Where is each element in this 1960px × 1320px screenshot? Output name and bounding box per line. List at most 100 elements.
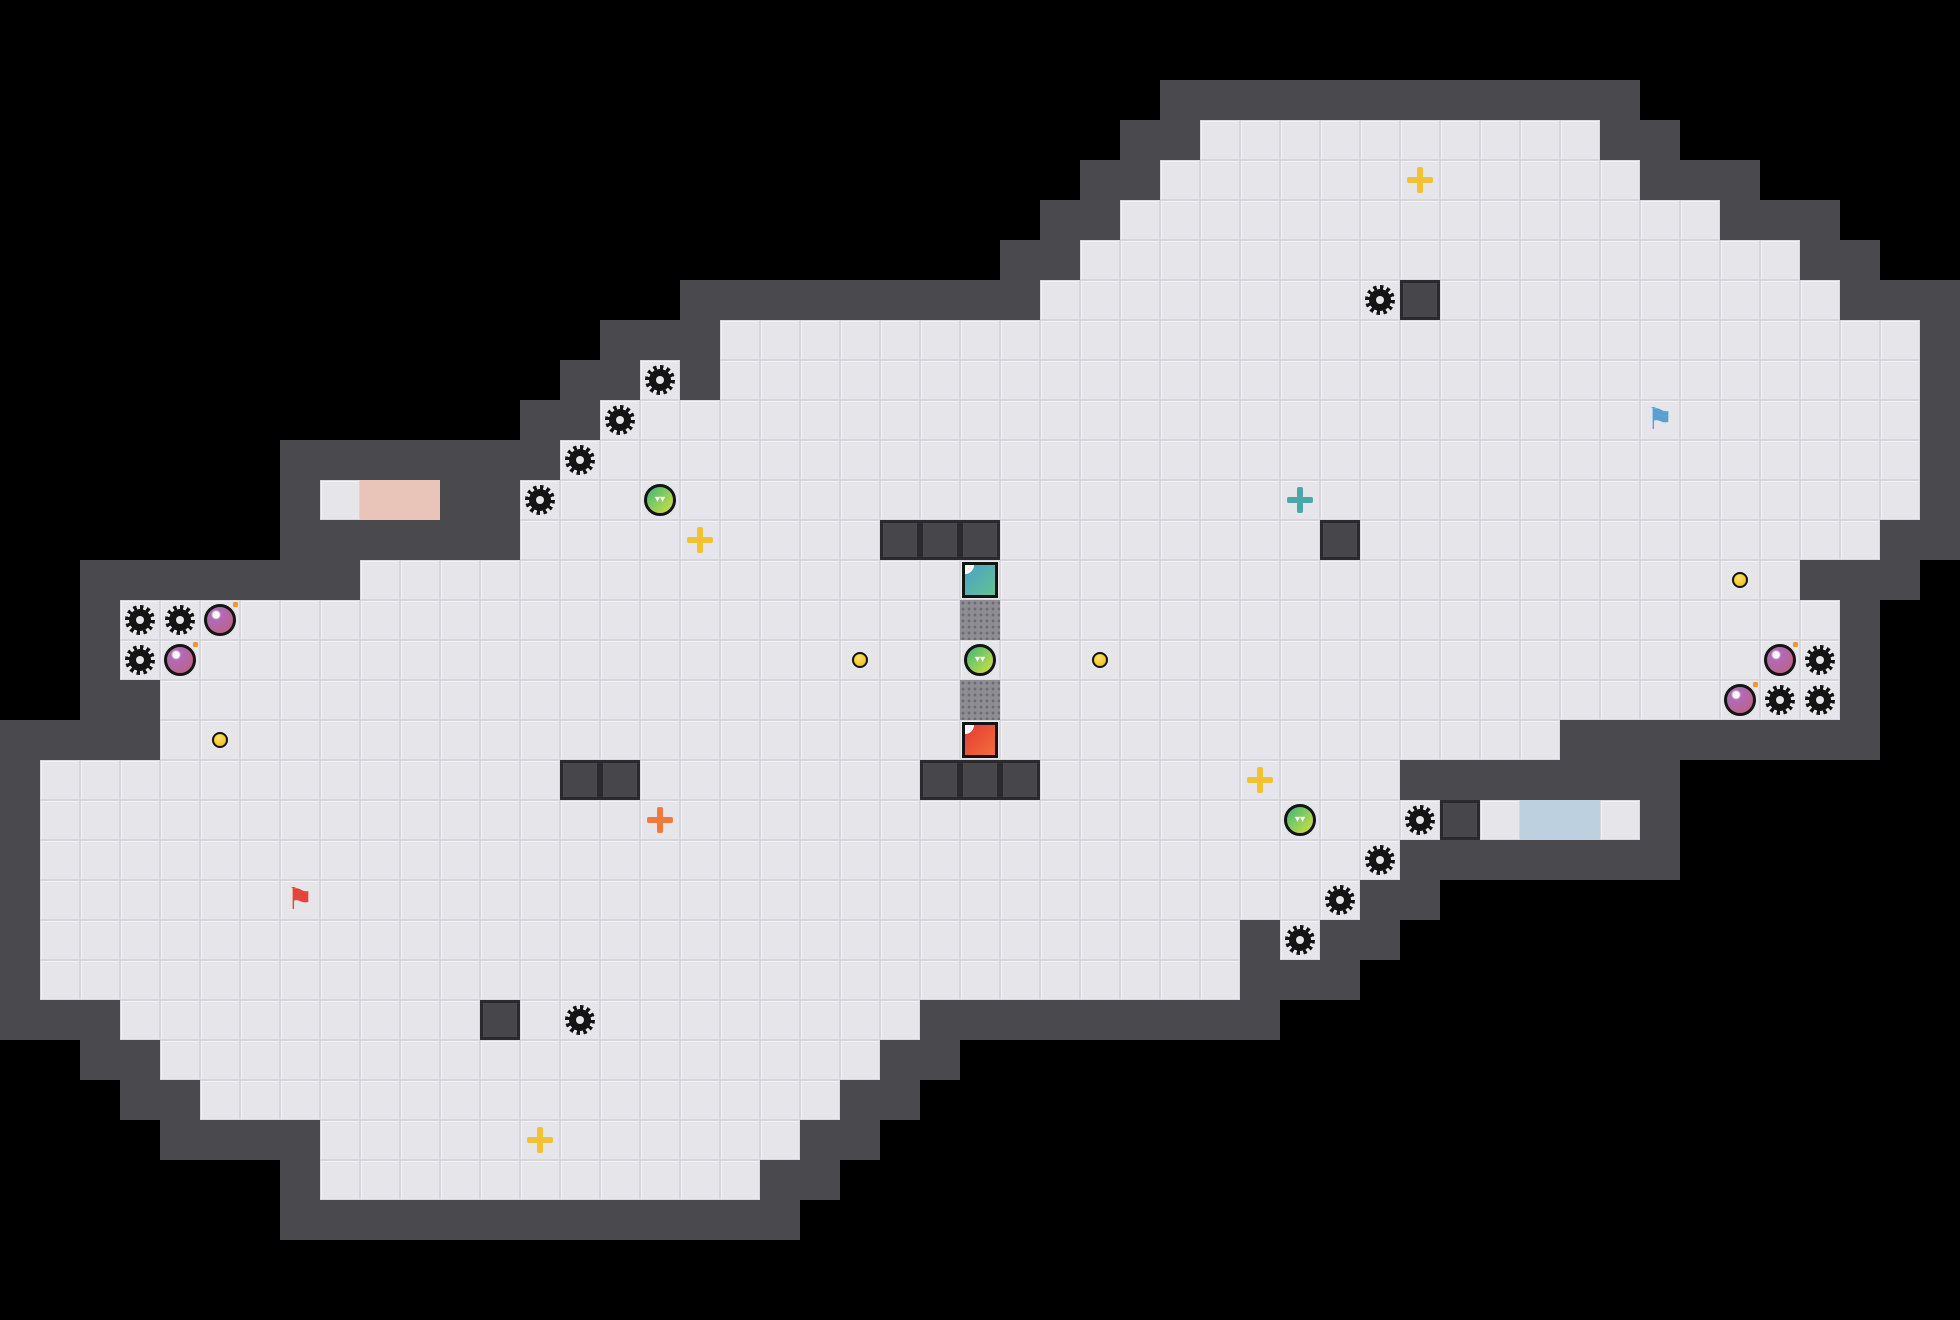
floor-tile (440, 800, 480, 840)
floor-tile (760, 400, 800, 440)
floor-tile (1080, 880, 1120, 920)
floor-tile (400, 920, 440, 960)
floor-tile (160, 960, 200, 1000)
floor-tile (1040, 840, 1080, 880)
floor-tile (440, 960, 480, 1000)
floor-tile (520, 640, 560, 680)
wall-tile (600, 320, 640, 360)
floor-tile (840, 840, 880, 880)
wall-tile (1440, 760, 1480, 800)
floor-tile (1360, 480, 1400, 520)
floor-tile (1000, 560, 1040, 600)
floor-tile (1080, 920, 1120, 960)
wall-tile (0, 1000, 40, 1040)
wall-tile (800, 280, 840, 320)
floor-tile (480, 560, 520, 600)
floor-tile (1320, 560, 1360, 600)
floor-tile (1480, 720, 1520, 760)
floor-tile (600, 1160, 640, 1200)
floor-tile (1000, 640, 1040, 680)
floor-tile (920, 320, 960, 360)
floor-tile (760, 960, 800, 1000)
floor-tile (1200, 240, 1240, 280)
floor-tile (600, 600, 640, 640)
floor-tile (680, 640, 720, 680)
floor-tile (520, 840, 560, 880)
coin-icon (840, 640, 880, 680)
floor-tile (1680, 600, 1720, 640)
floor-tile (1160, 360, 1200, 400)
floor-tile (280, 960, 320, 1000)
floor-tile (640, 640, 680, 680)
wall-tile (120, 1080, 160, 1120)
blue-team-zone (1560, 800, 1600, 840)
wall-tile (1840, 640, 1880, 680)
floor-tile (1160, 320, 1200, 360)
wall-tile (560, 360, 600, 400)
floor-tile (920, 600, 960, 640)
floor-tile (200, 1040, 240, 1080)
saw-blade-icon (1400, 800, 1440, 840)
floor-tile (680, 760, 720, 800)
floor-tile (1720, 240, 1760, 280)
floor-tile (1400, 640, 1440, 680)
wall-tile (1560, 80, 1600, 120)
wall-tile (1480, 840, 1520, 880)
floor-tile (480, 760, 520, 800)
wall-tile (840, 280, 880, 320)
floor-tile (1120, 800, 1160, 840)
wall-tile (0, 960, 40, 1000)
floor-tile (1600, 680, 1640, 720)
floor-tile (1440, 680, 1480, 720)
wall-tile (1800, 720, 1840, 760)
floor-tile (1760, 320, 1800, 360)
floor-tile (760, 880, 800, 920)
wall-tile (1160, 1000, 1200, 1040)
floor-tile (1640, 680, 1680, 720)
floor-tile (640, 400, 680, 440)
floor-tile (200, 680, 240, 720)
wall-tile (1920, 520, 1960, 560)
floor-tile (1000, 880, 1040, 920)
floor-tile (240, 960, 280, 1000)
floor-tile (480, 880, 520, 920)
floor-tile (840, 720, 880, 760)
floor-tile (1280, 160, 1320, 200)
floor-tile (720, 1080, 760, 1120)
floor-tile (880, 760, 920, 800)
floor-tile (560, 1120, 600, 1160)
floor-tile (1680, 680, 1720, 720)
obstacle-block (600, 760, 640, 800)
wall-tile (1840, 680, 1880, 720)
floor-tile (1560, 640, 1600, 680)
wall-tile (1800, 200, 1840, 240)
floor-tile (80, 920, 120, 960)
floor-tile (1160, 240, 1200, 280)
floor-tile (200, 1080, 240, 1120)
floor-tile (1560, 600, 1600, 640)
floor-tile (1840, 360, 1880, 400)
floor-tile (1120, 480, 1160, 520)
floor-tile (360, 960, 400, 1000)
floor-tile (960, 920, 1000, 960)
wall-tile (720, 1200, 760, 1240)
floor-tile (440, 1160, 480, 1200)
wall-tile (1360, 880, 1400, 920)
floor-tile (1880, 360, 1920, 400)
wall-tile (1640, 720, 1680, 760)
floor-tile (1520, 480, 1560, 520)
floor-tile (1480, 120, 1520, 160)
floor-tile (760, 480, 800, 520)
floor-tile (1640, 240, 1680, 280)
wall-tile (1400, 80, 1440, 120)
floor-tile (560, 960, 600, 1000)
wall-tile (840, 1080, 880, 1120)
floor-tile (1120, 840, 1160, 880)
floor-tile (1200, 560, 1240, 600)
coin-icon (200, 720, 240, 760)
floor-tile (1360, 240, 1400, 280)
wall-tile (1520, 840, 1560, 880)
floor-tile (800, 520, 840, 560)
floor-tile (800, 560, 840, 600)
floor-tile (1200, 760, 1240, 800)
